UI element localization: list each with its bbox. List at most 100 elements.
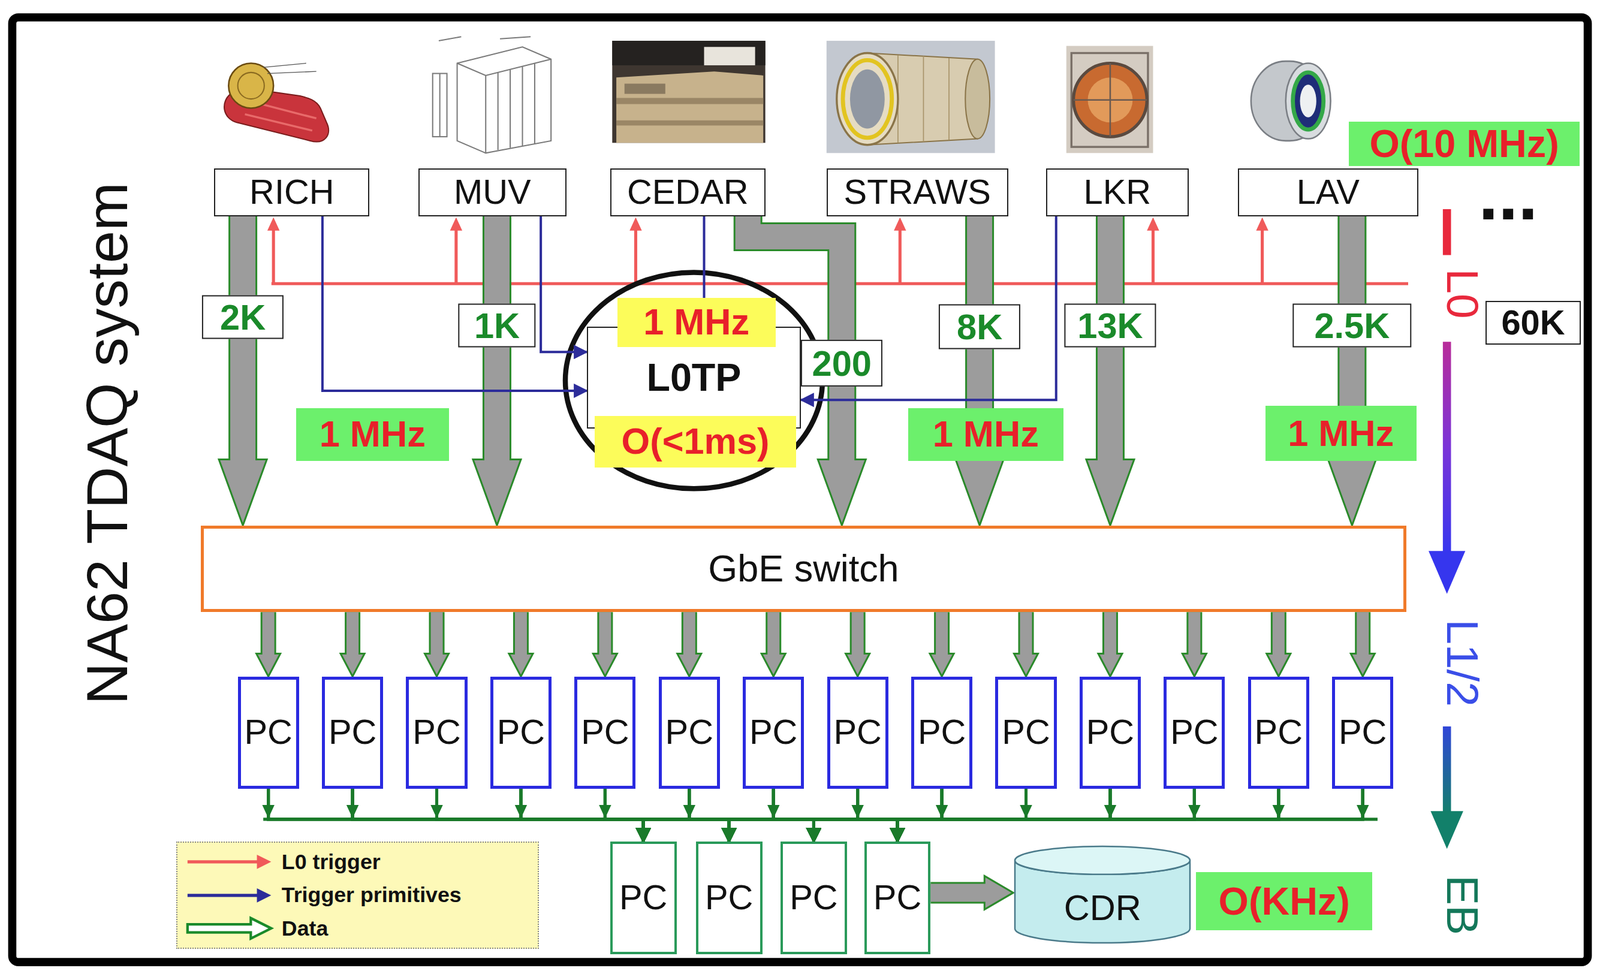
level-label: EB	[1442, 875, 1483, 936]
node-text: PC	[243, 713, 292, 752]
data-arrow	[1086, 216, 1135, 526]
data-arrow	[472, 459, 521, 526]
data-line	[437, 788, 730, 843]
highlight-ring	[565, 272, 823, 489]
legend-data-arrow	[187, 918, 272, 939]
data-line	[643, 788, 1195, 843]
level-arrow	[1428, 550, 1466, 594]
data-arrow	[340, 612, 365, 677]
rich-illustration	[224, 63, 329, 143]
data-line	[728, 788, 1363, 843]
data-line	[520, 788, 898, 843]
data-line	[897, 788, 1279, 843]
calorimeter-illustration	[1073, 63, 1148, 138]
data-line	[728, 788, 1195, 843]
muv-illustration	[439, 73, 441, 138]
computer-box: PC	[658, 676, 720, 789]
data-line	[813, 788, 1110, 843]
node-text: PC	[1001, 713, 1050, 752]
rate-box: 1 MHz	[1265, 405, 1417, 461]
data-line	[643, 788, 1279, 843]
data-line	[520, 788, 729, 843]
data-line	[897, 788, 1111, 843]
data-arrow	[425, 612, 450, 677]
data-arrow	[1102, 612, 1119, 656]
data-line	[728, 788, 774, 843]
data-line	[813, 788, 942, 843]
computer-box: PC	[610, 841, 677, 954]
data-line	[643, 788, 774, 843]
rate-callout: O(<1ms)	[594, 416, 796, 467]
data-line	[643, 788, 1026, 843]
data-line	[643, 788, 1279, 843]
data-arrow	[1270, 612, 1287, 656]
trigger-primitive-line	[800, 216, 1057, 400]
muv-illustration	[457, 46, 552, 153]
data-arrow	[592, 612, 617, 677]
data-arrow	[845, 612, 870, 677]
data-line	[268, 788, 730, 843]
data-line	[437, 788, 815, 843]
computer-box: PC	[864, 841, 931, 954]
level-arrow	[1442, 209, 1452, 256]
data-line	[897, 788, 1111, 843]
data-arrow	[850, 612, 866, 656]
trigger-primitive-line	[322, 216, 587, 391]
data-line	[897, 788, 942, 843]
storage-cylinder: CDR	[1013, 844, 1192, 945]
data-line	[604, 788, 814, 843]
node-text: 1 MHz	[319, 414, 426, 455]
data-line	[352, 788, 814, 843]
data-arrow	[344, 612, 361, 656]
data-line	[813, 788, 858, 843]
data-line	[728, 788, 1111, 843]
data-line	[352, 788, 644, 843]
trigger-primitive-line	[540, 216, 587, 352]
data-line	[643, 788, 1363, 843]
data-line	[268, 788, 815, 843]
data-line	[604, 788, 814, 843]
node-text: 1 MHz	[932, 414, 1039, 455]
data-line	[520, 788, 644, 843]
straw-tracker-illustration	[850, 69, 885, 129]
data-arrow	[592, 654, 617, 677]
calorimeter-illustration	[1071, 53, 1148, 148]
data-line	[813, 788, 1195, 843]
data-size-label: 13K	[1064, 303, 1156, 348]
straw-tracker-illustration	[842, 59, 893, 138]
muv-illustration	[432, 73, 448, 138]
data-line	[728, 788, 1111, 843]
data-arrow	[513, 612, 529, 656]
trigger-bus	[634, 228, 638, 284]
data-line	[813, 788, 1195, 843]
node-text: PC	[496, 713, 545, 752]
trigger-bus	[1151, 228, 1155, 284]
data-line	[857, 788, 898, 843]
straw-tracker-illustration	[826, 40, 996, 153]
computer-box: PC	[995, 676, 1057, 789]
data-line	[728, 788, 858, 843]
data-line	[643, 788, 690, 843]
cedar-photo	[703, 46, 755, 66]
legend-row: Trigger primitives	[183, 881, 532, 911]
data-arrow	[765, 612, 782, 656]
node-text: STRAWS	[844, 173, 991, 212]
data-line	[437, 788, 644, 843]
outer-frame	[11, 17, 1588, 963]
edge-label: 1K	[474, 304, 520, 346]
node-text: PC	[873, 878, 922, 918]
data-line	[268, 788, 730, 843]
data-line	[728, 788, 942, 843]
trigger-bus	[454, 228, 458, 284]
trigger-bus	[450, 217, 463, 231]
straw-tracker-illustration	[836, 53, 899, 146]
data-line	[520, 788, 644, 843]
data-arrow	[929, 612, 954, 677]
data-arrow	[1356, 612, 1369, 656]
edge-label: 13K	[1077, 304, 1143, 346]
data-line	[604, 788, 898, 843]
data-arrow	[597, 612, 613, 656]
data-line	[520, 788, 729, 843]
data-line	[897, 788, 1363, 843]
data-line	[689, 788, 898, 843]
